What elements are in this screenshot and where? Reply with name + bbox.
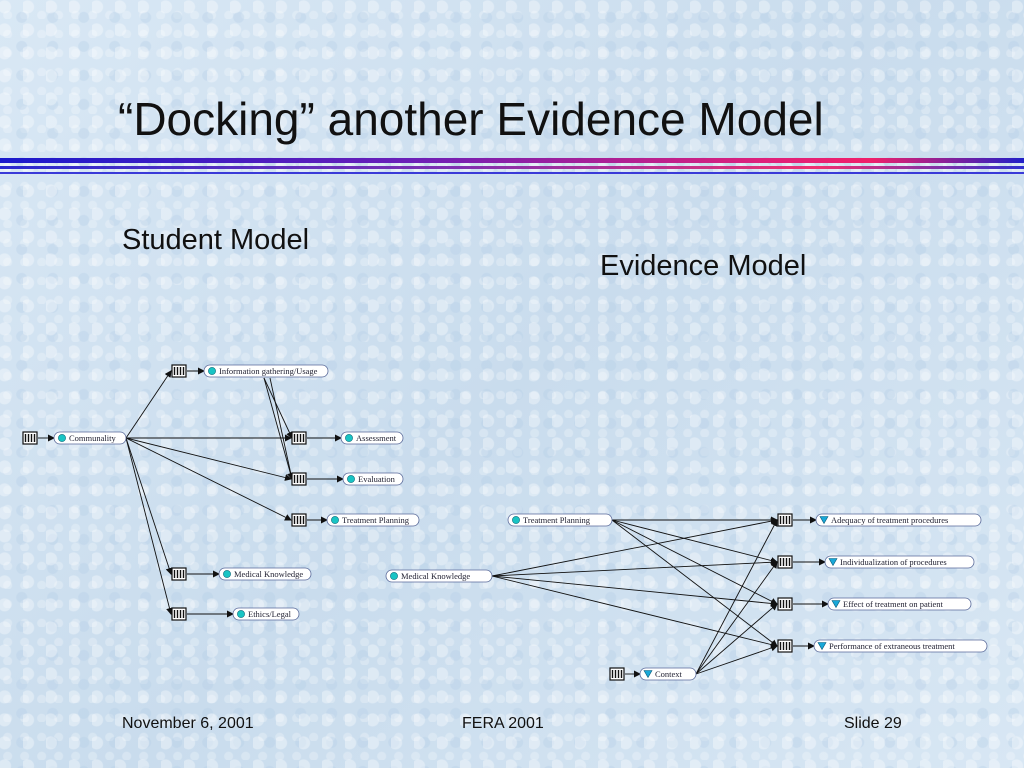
bar-chart-icon xyxy=(291,513,307,527)
edge-info-evaluation-2 xyxy=(269,377,293,480)
node-label: Context xyxy=(655,669,683,679)
circle-dot-icon xyxy=(512,516,520,524)
bar-chart-icon xyxy=(609,667,625,681)
evidence-node-obs4[interactable]: Performance of extraneous treatment xyxy=(813,639,988,653)
circle-dot-icon xyxy=(345,434,353,442)
evidence-node-obs2[interactable]: Individualization of procedures xyxy=(824,555,975,569)
edge-communality-info xyxy=(125,370,172,439)
node-label: Treatment Planning xyxy=(342,515,410,525)
student-node-assessment[interactable]: Assessment xyxy=(340,431,404,445)
edge-communality-treatment xyxy=(125,437,292,521)
bar-chart-icon xyxy=(22,431,38,445)
bar-chart-icon xyxy=(777,513,793,527)
circle-dot-icon xyxy=(208,367,216,375)
edge-info-assessment xyxy=(263,377,293,439)
edge-communality-medical xyxy=(125,437,173,575)
circle-dot-icon xyxy=(237,610,245,618)
evidence-node-obs1[interactable]: Adequacy of treatment procedures xyxy=(815,513,982,527)
title-divider-top xyxy=(0,158,1024,163)
edge-context-obs2 xyxy=(695,561,778,675)
edge-medical-obs1 xyxy=(491,517,778,577)
edge-treatment-obs2 xyxy=(611,519,778,564)
node-label: Assessment xyxy=(356,433,397,443)
footer-slide-number: Slide 29 xyxy=(844,715,902,732)
student-node-evaluation[interactable]: Evaluation xyxy=(342,472,404,486)
circle-dot-icon xyxy=(223,570,231,578)
student-node-treatment[interactable]: Treatment Planning xyxy=(326,513,420,527)
triangle-down-icon xyxy=(828,558,838,567)
node-label: Effect of treatment on patient xyxy=(843,599,944,609)
triangle-down-icon xyxy=(819,516,829,525)
node-label: Performance of extraneous treatment xyxy=(829,641,955,651)
node-label: Adequacy of treatment procedures xyxy=(831,515,948,525)
student-node-medical[interactable]: Medical Knowledge xyxy=(218,567,312,581)
node-label: Ethics/Legal xyxy=(248,609,292,619)
node-label: Medical Knowledge xyxy=(401,571,470,581)
bar-chart-icon xyxy=(171,607,187,621)
edge-communality-evaluation xyxy=(125,437,292,481)
title-divider-bottom xyxy=(0,172,1024,174)
bar-chart-icon xyxy=(171,364,187,378)
circle-dot-icon xyxy=(58,434,66,442)
edge-context-obs4 xyxy=(695,644,778,675)
edge-communality-ethics xyxy=(125,437,173,615)
evidence-node-em_treatment[interactable]: Treatment Planning xyxy=(507,513,613,527)
node-label: Medical Knowledge xyxy=(234,569,303,579)
student-model-heading: Student Model xyxy=(122,224,310,256)
node-label: Treatment Planning xyxy=(523,515,591,525)
triangle-down-icon xyxy=(817,642,827,651)
node-label: Information gathering/Usage xyxy=(219,366,318,376)
edge-info-evaluation xyxy=(263,377,294,480)
triangle-down-icon xyxy=(643,670,653,679)
slide-title: “Docking” another Evidence Model xyxy=(118,93,824,145)
circle-dot-icon xyxy=(347,475,355,483)
student-node-ethics[interactable]: Ethics/Legal xyxy=(232,607,300,621)
circle-dot-icon xyxy=(390,572,398,580)
evidence-node-obs3[interactable]: Effect of treatment on patient xyxy=(827,597,972,611)
footer-conference: FERA 2001 xyxy=(462,715,544,732)
bar-chart-icon xyxy=(777,597,793,611)
node-label: Communality xyxy=(69,433,117,443)
evidence-node-em_medical[interactable]: Medical Knowledge xyxy=(385,569,493,583)
title-divider-middle xyxy=(0,166,1024,169)
student-node-communality[interactable]: Communality xyxy=(53,431,127,445)
footer-date: November 6, 2001 xyxy=(122,715,254,732)
edge-context-obs3 xyxy=(695,603,778,675)
bar-chart-icon xyxy=(171,567,187,581)
triangle-down-icon xyxy=(831,600,841,609)
edge-context-obs1 xyxy=(695,519,778,675)
bar-chart-icon xyxy=(291,431,307,445)
edge-medical-obs4 xyxy=(491,575,778,648)
student-node-info[interactable]: Information gathering/Usage xyxy=(203,364,329,378)
evidence-node-em_context[interactable]: Context xyxy=(639,667,697,681)
edge-medical-obs2 xyxy=(491,558,778,577)
bar-chart-icon xyxy=(777,555,793,569)
edge-treatment-obs3 xyxy=(611,519,778,605)
node-label: Individualization of procedures xyxy=(840,557,947,567)
bar-chart-icon xyxy=(291,472,307,486)
edge-treatment-obs4 xyxy=(611,519,778,647)
edge-medical-obs3 xyxy=(491,575,778,607)
evidence-model-heading: Evidence Model xyxy=(600,250,807,282)
bar-chart-icon xyxy=(777,639,793,653)
node-label: Evaluation xyxy=(358,474,396,484)
circle-dot-icon xyxy=(331,516,339,524)
